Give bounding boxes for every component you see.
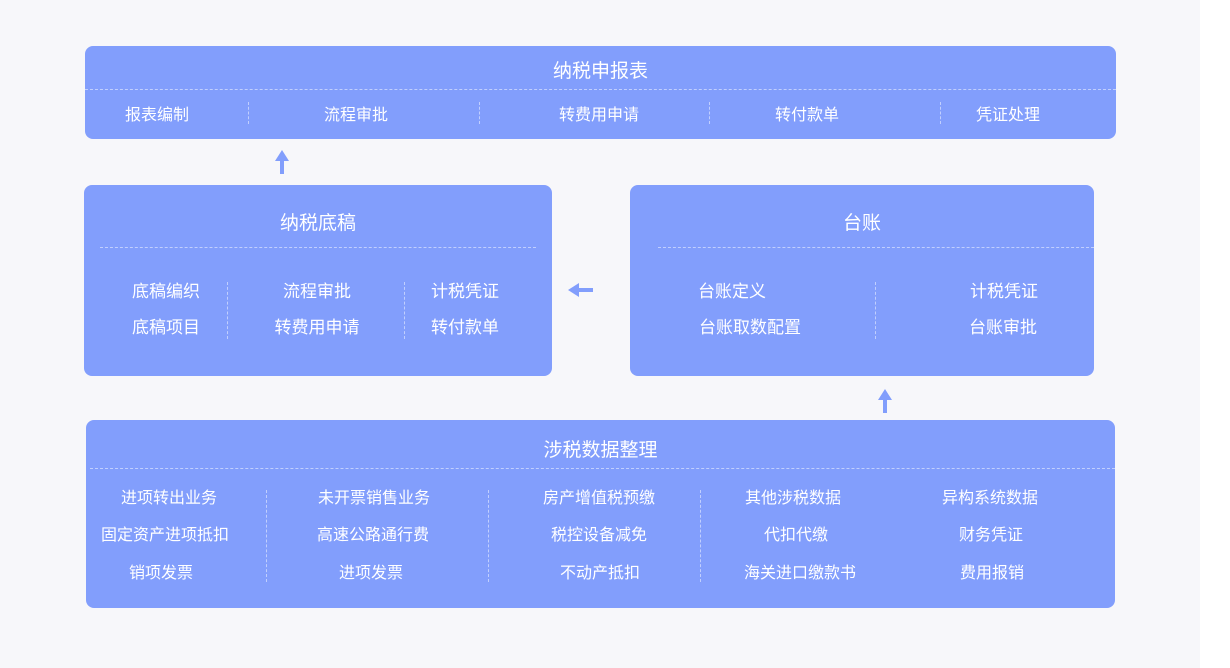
arrow-up-icon	[275, 150, 289, 174]
tax-return-item: 凭证处理	[975, 105, 1041, 124]
ledger-item: 台账取数配置	[699, 318, 801, 338]
arrow-up-icon	[878, 389, 892, 413]
tax-data-item: 财务凭证	[958, 525, 1024, 544]
tax-draft-item: 底稿项目	[132, 318, 200, 338]
tax-draft-title: 纳税底稿	[279, 212, 356, 234]
tax-draft-item: 计税凭证	[431, 282, 499, 302]
tax-return-item: 流程审批	[323, 105, 389, 124]
divider	[700, 490, 701, 582]
tax-return-item: 转付款单	[774, 105, 840, 124]
divider	[90, 468, 1115, 469]
tax-data-item: 进项发票	[338, 563, 404, 582]
divider	[85, 89, 1116, 90]
ledger-item: 台账审批	[969, 318, 1037, 338]
tax-data-item: 固定资产进项抵扣	[100, 525, 230, 544]
arrow-left-icon	[568, 283, 593, 297]
tax-data-title: 涉税数据整理	[543, 439, 658, 461]
divider	[479, 102, 480, 124]
tax-data-item: 不动产抵扣	[559, 563, 641, 582]
tax-draft-item: 底稿编织	[132, 282, 200, 302]
divider	[404, 282, 405, 339]
divider	[709, 102, 710, 124]
tax-data-item: 高速公路通行费	[316, 525, 430, 544]
tax-return-title: 纳税申报表	[552, 60, 648, 82]
divider	[658, 247, 1094, 248]
ledger-item: 计税凭证	[970, 282, 1038, 302]
tax-draft-item: 转付款单	[431, 318, 499, 338]
ledger-title: 台账	[842, 212, 881, 234]
tax-data-item: 海关进口缴款书	[743, 563, 857, 582]
tax-data-item: 代扣代缴	[763, 525, 829, 544]
tax-data-item: 其他涉税数据	[744, 488, 842, 507]
tax-data-panel: 涉税数据整理 进项转出业务 未开票销售业务 房产增值税预缴 其他涉税数据 异构系…	[86, 420, 1115, 608]
divider	[940, 102, 941, 124]
divider	[248, 102, 249, 124]
divider	[266, 490, 267, 582]
tax-draft-panel: 纳税底稿 底稿编织 流程审批 计税凭证 底稿项目 转费用申请 转付款单	[84, 185, 552, 376]
ledger-item: 台账定义	[698, 282, 766, 302]
tax-draft-item: 流程审批	[283, 282, 351, 302]
tax-data-item: 税控设备减免	[550, 525, 648, 544]
tax-data-item: 费用报销	[959, 563, 1025, 582]
tax-data-item: 进项转出业务	[120, 488, 218, 507]
ledger-panel: 台账 台账定义 计税凭证 台账取数配置 台账审批	[630, 185, 1094, 376]
tax-return-item: 报表编制	[124, 105, 190, 124]
divider	[488, 490, 489, 582]
divider	[875, 282, 876, 339]
diagram-canvas: 纳税申报表 报表编制 流程审批 转费用申请 转付款单 凭证处理 纳税底稿 底稿编…	[84, 46, 1116, 608]
tax-return-item: 转费用申请	[558, 105, 640, 124]
tax-data-item: 房产增值税预缴	[542, 488, 656, 507]
tax-return-panel: 纳税申报表 报表编制 流程审批 转费用申请 转付款单 凭证处理	[85, 46, 1116, 139]
tax-data-item: 异构系统数据	[941, 488, 1039, 507]
divider	[227, 282, 228, 339]
tax-draft-item: 转费用申请	[274, 318, 360, 338]
tax-data-item: 未开票销售业务	[317, 488, 431, 507]
divider	[100, 247, 536, 248]
tax-data-item: 销项发票	[128, 563, 194, 582]
